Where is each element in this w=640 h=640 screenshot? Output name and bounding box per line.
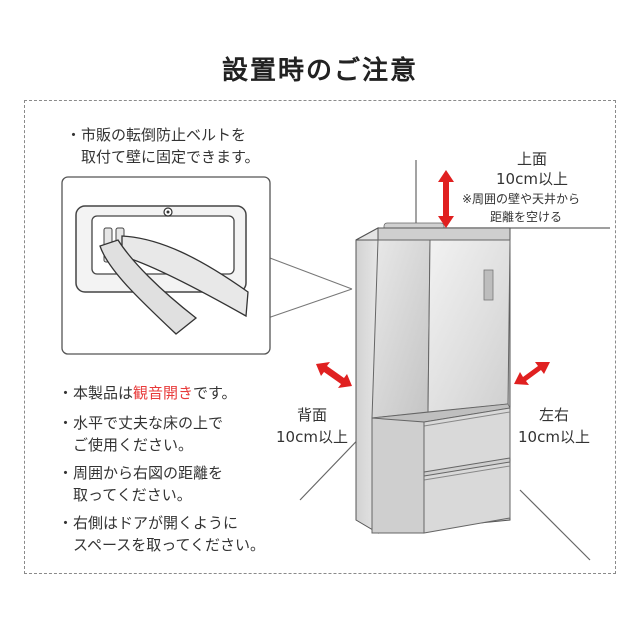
content-frame xyxy=(24,100,616,574)
top-clearance-value: 10cm以上 xyxy=(496,170,568,188)
note-right-space-line2: スペースを取ってください。 xyxy=(58,536,266,554)
belt-detail-box xyxy=(61,176,271,355)
note-prefix: ・本製品は xyxy=(58,384,134,402)
top-clearance-note1: ※周囲の壁や天井から xyxy=(462,192,581,206)
callout-lines xyxy=(261,254,353,321)
arrow-side-icon xyxy=(514,362,550,385)
note-level-floor-line2: ご使用ください。 xyxy=(58,436,194,454)
back-clearance-label: 背面 xyxy=(296,406,327,424)
refrigerator xyxy=(355,222,511,534)
note-distance-line1: ・周囲から右図の距離を xyxy=(58,464,224,482)
note-level-floor-line1: ・水平で丈夫な床の上で xyxy=(58,414,224,432)
back-clearance-value: 10cm以上 xyxy=(276,428,348,446)
note-right-space-line1: ・右側はドアが開くように xyxy=(58,514,239,532)
page-title: 設置時のご注意 xyxy=(221,56,418,86)
arrow-top-icon xyxy=(438,170,454,228)
note-suffix: です。 xyxy=(193,384,237,402)
note-swing-doors: ・本製品は観音開きです。 xyxy=(58,382,237,404)
side-clearance-value: 10cm以上 xyxy=(518,428,590,446)
note-distance-line2: 取ってください。 xyxy=(58,486,192,504)
arrow-back-icon xyxy=(316,362,352,388)
belt-note-line2: 取付て壁に固定できます。 xyxy=(66,148,260,166)
top-clearance-label: 上面 xyxy=(516,150,547,168)
top-clearance-note2: 距離を空ける xyxy=(489,210,562,224)
side-clearance-label: 左右 xyxy=(538,406,569,424)
belt-note-line1: ・市販の転倒防止ベルトを xyxy=(66,126,247,144)
note-highlight: 観音開き xyxy=(133,384,194,402)
